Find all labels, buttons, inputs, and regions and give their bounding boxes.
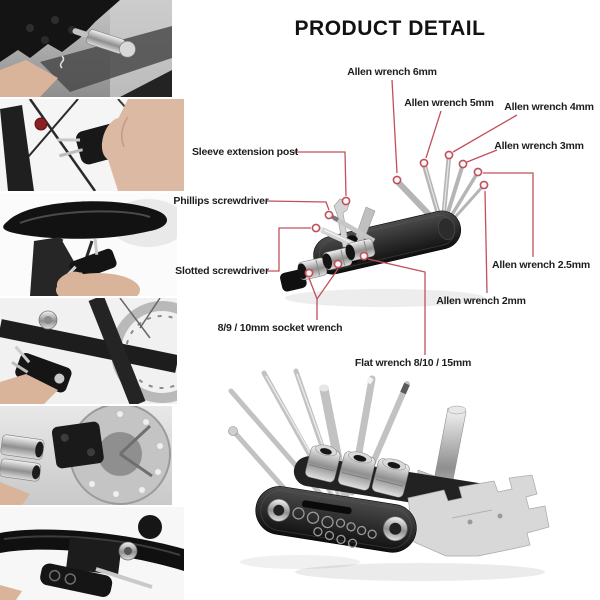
leader-line-allen-wrench-2p5mm [483, 172, 534, 257]
leader-dot-flat-wrench [359, 251, 369, 261]
callout-label-allen-wrench-2mm: Allen wrench 2mm [436, 295, 526, 307]
callout-label-allen-wrench-6mm: Allen wrench 6mm [347, 66, 437, 78]
callout-label-slotted-screwdriver: Slotted screwdriver [175, 265, 269, 277]
leader-dot-allen-wrench-2p5mm [473, 167, 483, 177]
leader-dot-phillips-screwdriver [324, 210, 334, 220]
callout-label-allen-wrench-2p5mm: Allen wrench 2.5mm [492, 259, 590, 271]
leader-dot-socket-wrench [333, 259, 343, 269]
photo-hand-spokes [0, 99, 184, 191]
callout-label-allen-wrench-5mm: Allen wrench 5mm [404, 97, 494, 109]
callout-label-allen-wrench-3mm: Allen wrench 3mm [494, 140, 584, 152]
callout-label-allen-wrench-4mm: Allen wrench 4mm [504, 101, 594, 113]
leader-line-socket-wrench [316, 268, 339, 300]
leader-line-flat-wrench [367, 258, 426, 355]
leader-line-allen-wrench-5mm [425, 110, 442, 159]
photo-chain-tool [0, 0, 172, 97]
callout-label-phillips-screwdriver: Phillips screwdriver [173, 195, 269, 207]
leader-line-allen-wrench-2mm [484, 190, 488, 294]
leader-line-slotted-screwdriver [266, 227, 311, 272]
leader-dot-allen-wrench-3mm [458, 159, 468, 169]
callout-label-sleeve-extension-post: Sleeve extension post [191, 146, 299, 158]
callout-label-flat-wrench: Flat wrench 8/10 / 15mm [354, 357, 472, 369]
photo-rear-frame [0, 298, 177, 404]
leader-line-phillips-screwdriver [265, 200, 330, 211]
photo-disc-brake [0, 406, 172, 505]
leader-dot-sleeve-extension-post [341, 196, 351, 206]
leader-line-allen-wrench-3mm [466, 149, 498, 163]
leader-dot-allen-wrench-4mm [444, 150, 454, 160]
leader-dot-allen-wrench-5mm [419, 158, 429, 168]
callout-label-socket-wrench: 8/9 / 10mm socket wrench [217, 322, 343, 334]
leader-line-socket-wrench [308, 277, 318, 320]
callout-leaders [265, 79, 534, 355]
leader-line-sleeve-extension-post [294, 151, 347, 197]
multitool-open-photo [228, 368, 550, 581]
leader-dot-allen-wrench-6mm [392, 175, 402, 185]
leader-dot-slotted-screwdriver [311, 223, 321, 233]
leader-line-allen-wrench-6mm [391, 79, 398, 174]
leader-dot-socket-wrench [304, 268, 314, 278]
page-title: PRODUCT DETAIL [294, 17, 486, 40]
leader-dot-allen-wrench-2mm [479, 180, 489, 190]
photo-handlebar [0, 507, 184, 600]
multitool-exploded-photo [280, 151, 487, 307]
photo-saddle [0, 193, 177, 296]
